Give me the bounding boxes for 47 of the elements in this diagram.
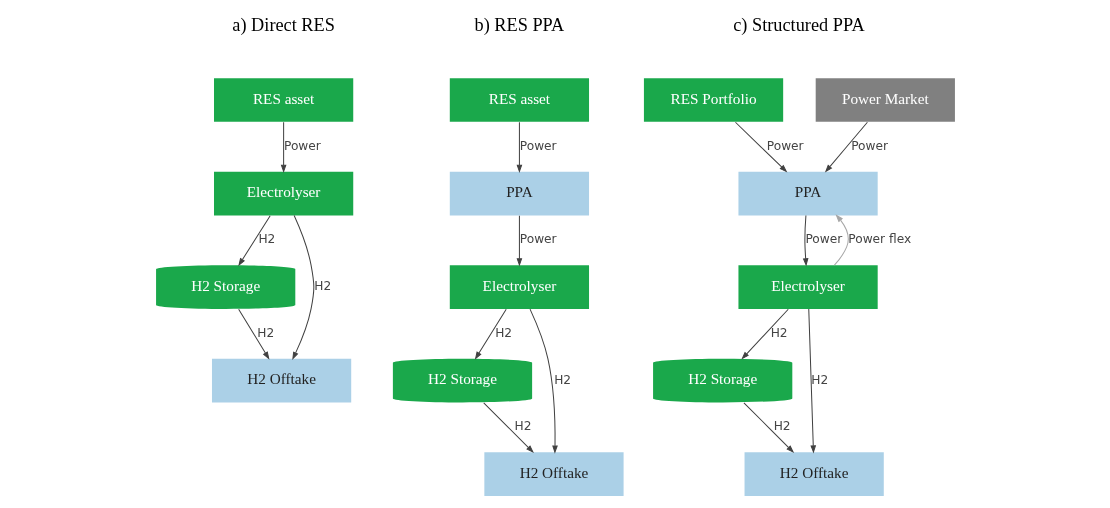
edge-label: H2: [553, 372, 571, 387]
edge-label: Power: [519, 232, 557, 247]
arrow: [280, 121, 286, 173]
edge-label: Power: [519, 138, 557, 153]
node-box: RES asset: [213, 78, 353, 122]
arrow: [802, 214, 808, 267]
edge-label: Power: [804, 232, 842, 247]
arrow: [824, 121, 868, 173]
edge-label: H2: [256, 325, 274, 340]
edge-label: H2: [810, 372, 828, 387]
node-box: Electrolyser: [449, 265, 589, 309]
arrow: [474, 308, 507, 360]
edge-label: Power: [766, 138, 804, 153]
node-box: H2 Offtake: [211, 358, 351, 403]
label: a) Direct RES: [231, 14, 335, 35]
edge-label: Power: [850, 138, 888, 153]
label: c) Structured PPA: [732, 14, 865, 35]
arrow: [237, 308, 269, 360]
arrow: [807, 308, 816, 454]
node-box: PPA: [737, 171, 878, 216]
node-box: H2 Offtake: [483, 452, 624, 496]
arrow: [482, 402, 534, 454]
edge-label: Power: [283, 138, 321, 153]
edge-label: H2: [770, 325, 788, 340]
arrow: [734, 121, 787, 173]
node-box: Power Market: [815, 78, 955, 122]
label: b) RES PPA: [474, 14, 564, 35]
node-box: RES asset: [449, 78, 589, 122]
edge-label: H2: [514, 419, 531, 434]
node-box: RES Portfolio: [643, 78, 783, 122]
edge-label: Power flex: [847, 232, 911, 247]
edge-label: H2: [494, 325, 512, 340]
edge-label: H2: [773, 419, 791, 434]
node-box: Electrolyser: [737, 265, 878, 309]
node-box: Electrolyser: [213, 171, 353, 216]
edge-label: H2: [313, 279, 331, 294]
arrow: [516, 215, 522, 267]
node-box: PPA: [449, 171, 589, 216]
node-box: H2 Offtake: [744, 452, 884, 496]
arrow: [833, 214, 849, 266]
arrow: [516, 121, 522, 173]
arrow: [740, 308, 789, 360]
edge-label: H2: [257, 232, 275, 247]
arrow: [291, 215, 314, 360]
arrow: [742, 402, 794, 454]
arrow: [237, 215, 271, 267]
arrow: [529, 308, 558, 454]
